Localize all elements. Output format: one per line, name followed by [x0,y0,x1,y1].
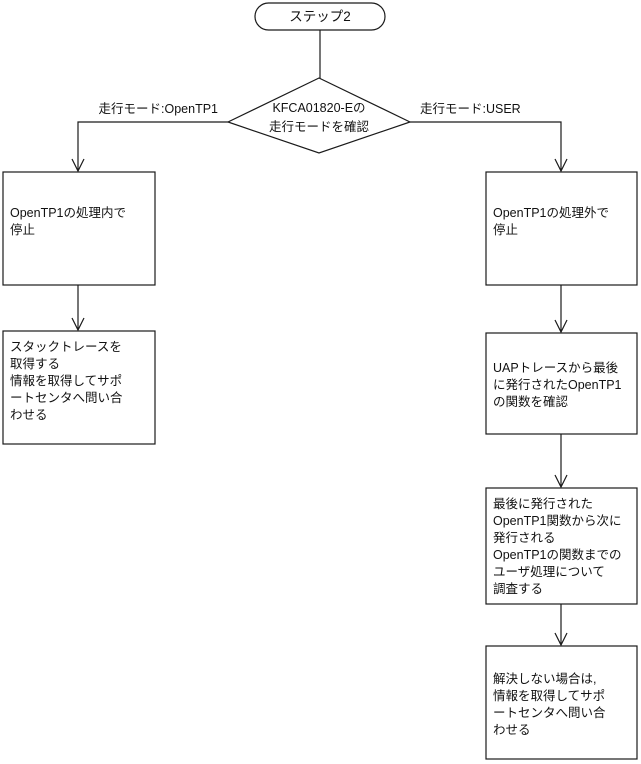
left-box-2-line-1: スタックトレースを [10,340,122,354]
right-box-3-line-3: 発行される [493,531,556,545]
edge-label-left: 走行モード:OpenTP1 [99,102,219,116]
right-box-4-line-3: ートセンタへ問い合 [493,705,606,720]
right-box-3-line-6: 調査する [493,582,543,596]
right-box-2-shape [485,332,638,435]
left-box-1-line-2: 停止 [10,222,35,237]
connector-decision-to-left [77,121,228,170]
right-box-4-line-4: わせる [493,723,531,737]
terminator-label: ステップ2 [289,9,351,24]
right-box-2-line-3: の関数を確認 [493,394,569,409]
arrowhead-right-box2 [554,319,568,334]
left-box-2-line-5: わせる [10,408,48,422]
node-right-box-4[interactable]: 解決しない場合は, 情報を取得してサポ ートセンタへ問い合 わせる [485,645,638,760]
right-box-2-line-2: に発行されたOpenTP1 [493,378,622,392]
decision-label-line1: KFCA01820-Eの [272,101,365,115]
right-box-3-line-5: ユーザ処理について [493,565,605,579]
arrowhead-right-box3 [554,474,568,489]
left-box-2-line-3: 情報を取得してサポ [10,373,122,388]
left-box-1-shape [2,171,156,286]
right-box-4-shape [485,645,638,760]
arrowhead-right-box4 [554,632,568,647]
node-left-box-1[interactable]: OpenTP1の処理内で 停止 [2,171,156,286]
arrowhead-left-box2 [71,317,85,332]
left-box-2-line-4: ートセンタへ問い合 [10,390,123,405]
right-box-2-line-1: UAPトレースから最後 [493,361,619,375]
node-right-box-1[interactable]: OpenTP1の処理外で 停止 [485,171,638,286]
right-box-1-line-1: OpenTP1の処理外で [493,206,609,220]
right-box-3-line-4: OpenTP1の関数までの [493,547,622,562]
right-box-3-line-2: OpenTP1関数から次に [493,513,622,528]
node-right-box-3[interactable]: 最後に発行された OpenTP1関数から次に 発行される OpenTP1の関数ま… [485,487,638,605]
arrowhead-left-branch [71,158,85,173]
right-box-3-shape [485,487,638,605]
right-box-1-line-2: 停止 [493,222,518,237]
node-terminator-step2[interactable]: ステップ2 [254,2,386,31]
right-box-1-shape [485,171,638,286]
node-left-box-2[interactable]: スタックトレースを 取得する 情報を取得してサポ ートセンタへ問い合 わせる [2,330,156,445]
arrowhead-right-branch [554,158,568,173]
left-box-1-line-1: OpenTP1の処理内で [10,206,126,220]
node-right-box-2[interactable]: UAPトレースから最後 に発行されたOpenTP1 の関数を確認 [485,332,638,435]
right-box-4-line-2: 情報を取得してサポ [493,688,605,703]
left-box-2-shape [2,330,156,445]
right-box-3-line-1: 最後に発行された [493,497,593,511]
edge-label-right: 走行モード:USER [420,102,521,116]
left-box-2-line-2: 取得する [10,356,60,371]
node-decision-mode-check[interactable]: KFCA01820-Eの 走行モードを確認 [226,77,412,154]
right-box-4-line-1: 解決しない場合は, [493,671,596,686]
connector-decision-to-right [410,121,562,170]
decision-label-line2: 走行モードを確認 [269,119,370,134]
decision-shape [226,77,412,154]
